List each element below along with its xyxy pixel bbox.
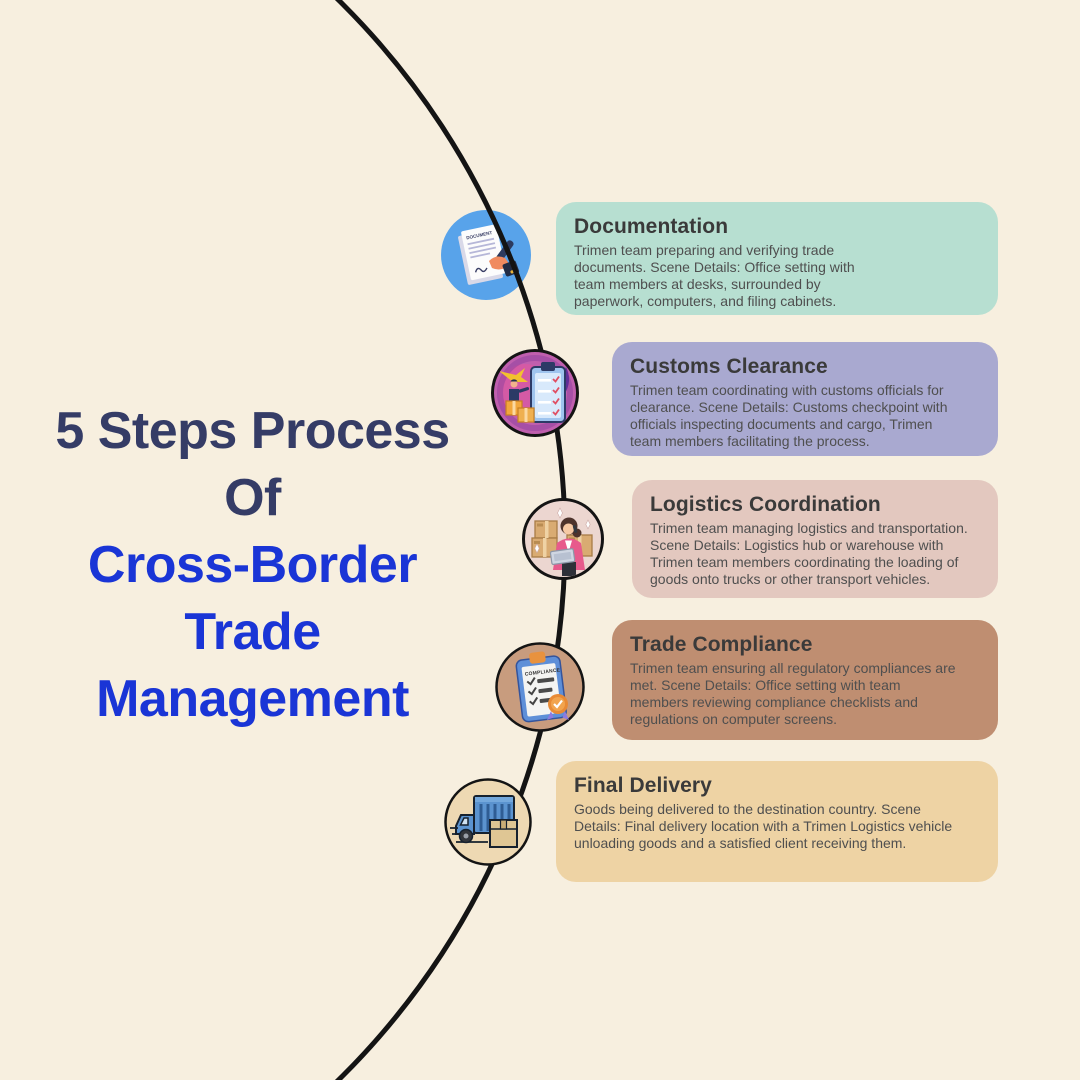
step-title: Customs Clearance [630,355,828,378]
main-title-navy: 5 Steps Process Of [15,398,490,532]
step-description: Trimen team ensuring all regulatory comp… [630,660,956,727]
main-title-line: Cross-Border [87,536,418,594]
step-title: Logistics Coordination [650,493,881,516]
main-title-line: 5 Steps Process [55,402,450,460]
step-card-documentation: Documentation Trimen team preparing and … [556,202,998,315]
customs-inspection-icon [491,349,579,437]
step-description: Trimen team coordinating with customs of… [630,382,948,449]
step-card-logistics-coordination: Logistics Coordination Trimen team manag… [632,480,998,598]
main-title: 5 Steps Process Of Cross-Border Trade Ma… [15,398,490,733]
step-title: Documentation [574,215,729,238]
step-title: Final Delivery [574,774,712,797]
main-title-line: Trade [184,603,321,661]
main-title-blue: Cross-Border Trade Management [15,532,490,733]
step-card-final-delivery: Final Delivery Goods being delivered to … [556,761,998,882]
main-title-line: Management [96,670,409,728]
step-title: Trade Compliance [630,633,813,656]
compliance-checklist-icon: COMPLIANCE [495,642,585,732]
step-description: Trimen team preparing and verifying trad… [574,242,855,309]
step-card-customs-clearance: Customs Clearance Trimen team coordinati… [612,342,998,456]
warehouse-coordinator-icon [522,498,604,580]
document-signing-icon: DOCUMENT [441,210,531,300]
step-description: Trimen team managing logistics and trans… [650,520,968,587]
step-card-trade-compliance: Trade Compliance Trimen team ensuring al… [612,620,998,740]
main-title-line: Of [224,469,281,527]
delivery-truck-icon [444,778,532,866]
step-description: Goods being delivered to the destination… [574,801,953,851]
